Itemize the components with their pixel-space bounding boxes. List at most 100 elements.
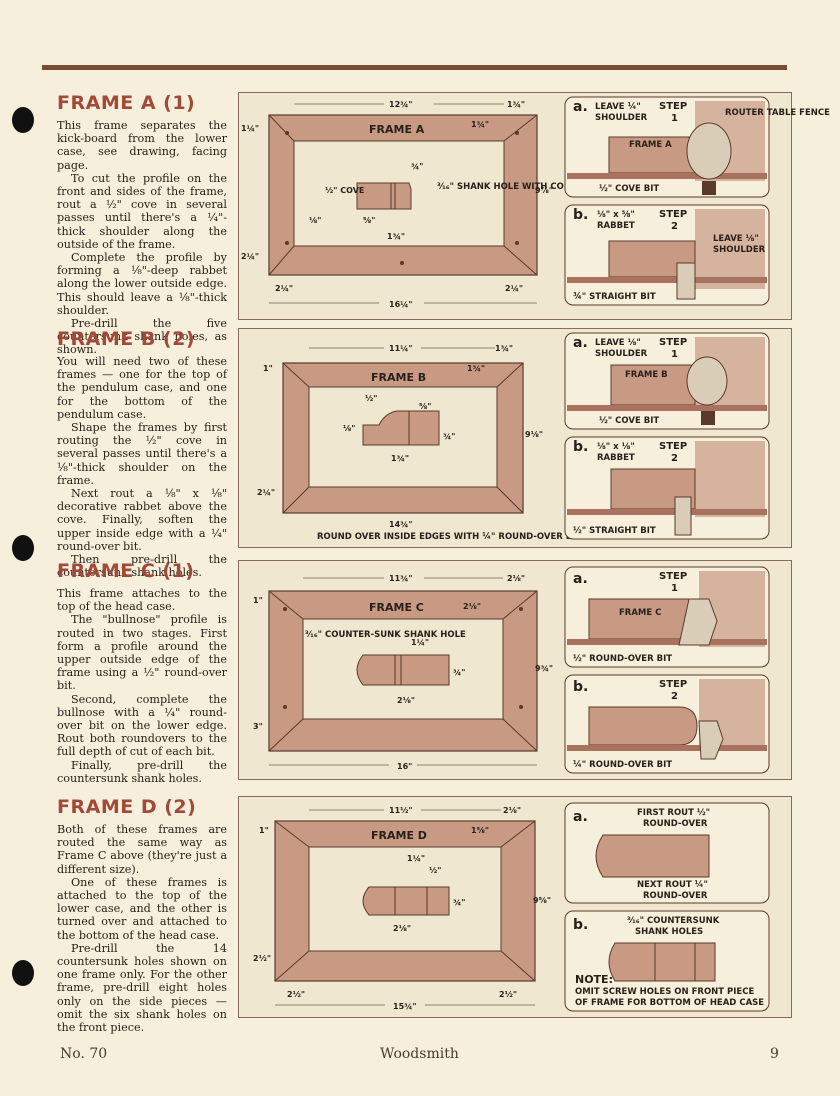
paragraph: You will need two of these frames — one … [57,355,227,421]
callout-label: NEXT ROUT ¼" [637,879,708,890]
dimension-label: 1¾" [387,232,405,241]
callout-label: SHOULDER [595,349,648,359]
frame-c-plan [268,590,538,752]
top-rule [42,65,787,70]
dimension-label: 1¼" [411,637,429,647]
dimension-label: 11¼" [389,343,413,353]
note-title: NOTE: [575,973,613,986]
callout-label: ROUND-OVER [643,891,708,901]
callout-label: FIRST ROUT ½" [637,807,710,818]
step-number: 2 [671,691,678,702]
section-text: Both of these frames are routed the same… [57,823,227,1034]
callout-label: ⅛" x ⅛" [597,442,635,452]
step-1-detail [564,332,770,430]
paragraph: Second, complete the bullnose with a ¼" … [57,692,227,759]
dimension-label: ⅛" [343,424,355,433]
dimension-label: 9⅝" [533,896,551,905]
footer-magazine: Woodsmith [380,1046,459,1062]
dimension-label: 2⅛" [503,806,521,815]
bit-label: ½" COVE BIT [599,415,659,426]
callout-label: ³⁄₁₆" COUNTERSUNK [627,916,720,926]
footer-page-number: 9 [770,1046,779,1062]
bit-label: ½" COVE BIT [599,183,659,194]
frame-label: FRAME A [369,123,425,136]
paragraph: Finally, pre-drill the countersunk shank… [57,758,227,785]
paragraph: Next rout a ⅛" x ⅛" decorative rabbet ab… [57,487,227,553]
dimension-label: ½" COVE [325,185,364,195]
dimension-label: 2⅛" [393,924,411,933]
round-over-note: ROUND OVER INSIDE EDGES WITH ¼" ROUND-OV… [317,531,581,542]
callout-label: RABBET [597,221,635,231]
step-letter: b. [573,679,588,695]
dimension-label: 1¾" [391,454,409,463]
frame-a-plan [268,114,538,276]
part-label: FRAME B [625,370,668,380]
frame-a-drawing: FRAME A 12¾" 1¾" 1¼" 1¾" ¾" ½" COVE ⅛" ⅝… [238,92,830,320]
note-text: OMIT SCREW HOLES ON FRONT PIECE [575,987,754,997]
step-number: 1 [671,113,678,124]
step-number: 1 [671,349,678,360]
dimension-label: 2½" [499,989,517,999]
dimension-label: 2¼" [257,487,275,497]
callout-label: SHOULDER [713,245,766,255]
dimension-label: 9¾" [535,664,553,673]
dimension-label: 2¼" [505,283,523,293]
bit-label: ¾" STRAIGHT BIT [573,292,656,302]
dimension-label: 2½" [253,953,271,963]
step-1-detail [564,96,770,198]
dimension-label: 9⅛" [525,430,543,439]
frame-d-drawing: FRAME D 11½" 2⅛" 1" 1⅝" 1¼" ½" ¾" 2⅛" 9⅝… [238,796,792,1018]
detail-letter: a. [573,809,588,825]
binder-hole-2 [12,535,34,561]
dimension-label: 1¾" [471,120,489,129]
binder-hole-1 [12,107,34,133]
dimension-label: ¾" [453,898,465,907]
note-text: OF FRAME FOR BOTTOM OF HEAD CASE [575,998,764,1008]
detail-a-roundover [564,802,770,904]
dimension-label: ¾" [443,432,455,441]
detail-letter: b. [573,917,588,933]
section-title: FRAME A (1) [57,92,196,114]
dimension-label: 3" [253,722,263,731]
dimension-label: 1" [259,826,269,835]
section-text: This frame separates the kick-board from… [57,119,227,357]
shank-hole-note: ³⁄₁₆" SHANK HOLE WITH COUNTER SINK [437,182,622,192]
callout-label: LEAVE ⅛" [713,234,759,244]
step-2-detail [564,204,770,306]
part-label: FRAME C [619,608,661,618]
step-1-detail [564,566,770,668]
callout-label: ROUND-OVER [643,819,708,829]
dimension-label: 1⅝" [471,826,489,835]
step-letter: a. [573,335,588,351]
frame-label: FRAME C [369,601,424,614]
dimension-label: ¾" [411,162,423,171]
paragraph: To cut the profile on the front and side… [57,171,227,251]
dimension-label: ½" [365,393,377,403]
part-label: FRAME A [629,140,672,150]
dimension-label: 11¾" [389,574,413,583]
paragraph: The "bullnose" profile is routed in two … [57,613,227,693]
section-text: This frame attaches to the top of the he… [57,587,227,785]
frame-label: FRAME D [371,829,427,842]
step-label: STEP [659,337,687,348]
dimension-label: 1" [263,364,273,373]
step-label: STEP [659,441,687,452]
dimension-label: 2⅛" [507,574,525,583]
frame-c-drawing: FRAME C 11¾" 2⅛" 1" 2⅛" 1¼" ¾" 2⅛" ³⁄₁₆"… [238,560,792,780]
step-label: STEP [659,571,687,582]
detail-b-shank-holes [564,910,770,1012]
dimension-label: 2¼" [275,283,293,293]
frame-label: FRAME B [371,371,426,384]
frame-d-plan [274,820,536,982]
paragraph: This frame separates the kick-board from… [57,119,227,172]
dimension-label: 1¾" [467,364,485,373]
step-letter: b. [573,439,588,455]
callout-label: SHANK HOLES [635,927,703,937]
step-label: STEP [659,209,687,220]
section-text: You will need two of these frames — one … [57,355,227,579]
paragraph: Both of these frames are routed the same… [57,823,227,876]
frame-b-plan [282,362,524,514]
dimension-label: 1¼" [407,853,425,863]
step-letter: a. [573,99,588,115]
callout-label: RABBET [597,453,635,463]
